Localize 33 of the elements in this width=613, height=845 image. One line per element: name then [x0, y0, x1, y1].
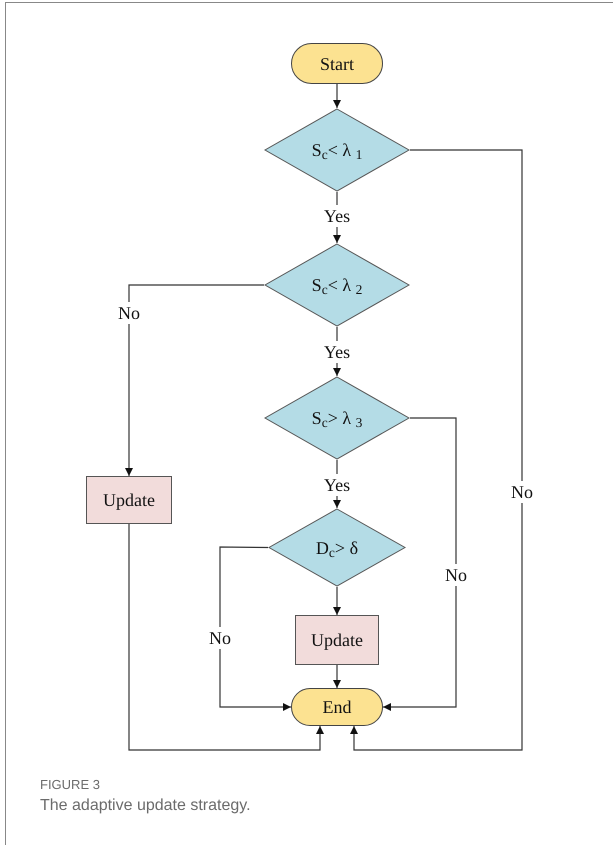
- arrow: [350, 149, 523, 751]
- edge-label: No: [510, 481, 534, 503]
- node-text: S$_{c}$< λ $_{1}$: [312, 141, 362, 159]
- process-box: [86, 476, 172, 524]
- edge-label: No: [444, 564, 468, 586]
- arrow: [219, 546, 291, 711]
- decision-diamond: [264, 243, 410, 327]
- arrow: [333, 587, 341, 615]
- arrow: [128, 524, 324, 751]
- decision-diamond: [264, 108, 410, 192]
- arrow: [333, 665, 341, 688]
- node-text: S$_{c}$< λ $_{2}$: [312, 276, 362, 294]
- terminal-capsule: [291, 688, 383, 726]
- edge-label: Yes: [322, 474, 352, 496]
- edge-label: No: [208, 627, 232, 649]
- process-box: [295, 615, 379, 665]
- figure-label: FIGURE 3: [40, 776, 101, 794]
- node-text: End: [322, 698, 352, 716]
- node-text: Update: [103, 491, 155, 509]
- node-text: D$_{c}$> δ: [316, 538, 358, 556]
- edge-label: No: [117, 302, 141, 324]
- arrow: [383, 417, 457, 711]
- node-text: S$_{c}$> λ $_{3}$: [312, 409, 362, 427]
- decision-diamond: [268, 508, 406, 587]
- decision-diamond: [264, 376, 410, 460]
- terminal-capsule: [291, 43, 383, 84]
- arrow: [333, 84, 341, 108]
- edge-label: Yes: [322, 205, 352, 227]
- node-text: Update: [311, 631, 363, 649]
- arrow: [125, 284, 264, 476]
- edge-label: Yes: [322, 341, 352, 363]
- caption: The adaptive update strategy.: [40, 796, 251, 816]
- node-text: Start: [320, 54, 354, 72]
